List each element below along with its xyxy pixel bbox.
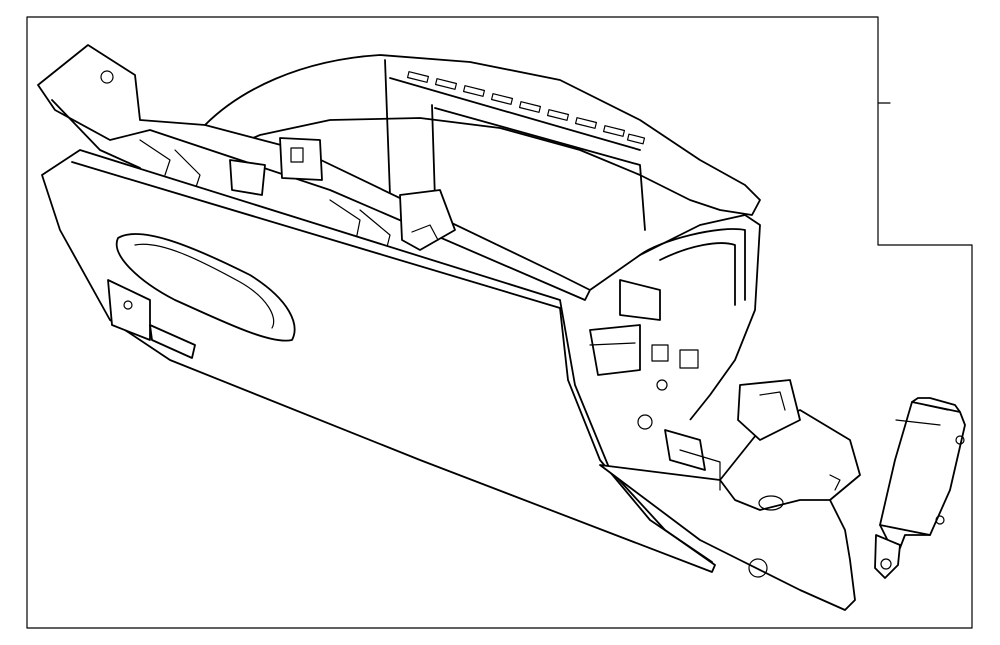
handle-recess [115, 233, 296, 342]
vent-slots [406, 71, 646, 145]
lamp-module [874, 397, 966, 579]
glove-box-assembly [37, 44, 861, 611]
diagram-frame [26, 16, 973, 629]
